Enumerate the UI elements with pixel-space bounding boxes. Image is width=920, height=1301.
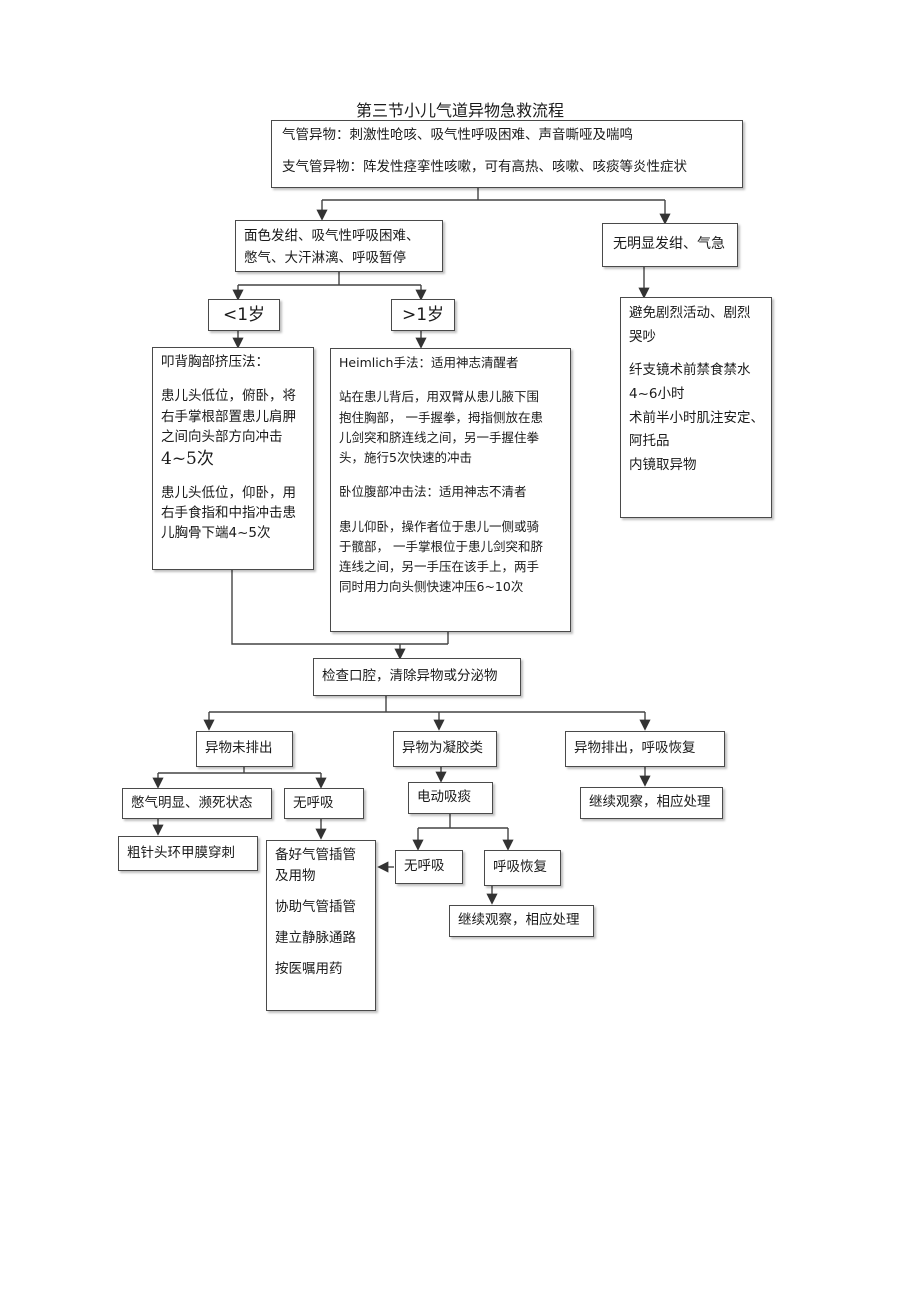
check-mouth-box: 检查口腔，清除异物或分泌物: [313, 658, 521, 696]
breath-restored-label: 呼吸恢复: [493, 859, 547, 875]
breath-restored-box: 呼吸恢复: [484, 850, 561, 886]
not-expelled-box: 异物未排出: [196, 731, 293, 767]
back-blow-p1-count: 4~5次: [161, 449, 214, 469]
severe-symptoms-box: 面色发绀、吸气性呼吸困难、 憋气、大汗淋漓、呼吸暂停: [235, 220, 443, 272]
distress-label: 憋气明显、濒死状态: [131, 795, 253, 811]
gel-type-box: 异物为凝胶类: [393, 731, 497, 767]
heimlich-p2-line4: 同时用力向头侧快速冲压6~10次: [339, 579, 524, 595]
gel-type-label: 异物为凝胶类: [402, 740, 483, 756]
back-blow-p1-line1: 患儿头低位，俯卧，将: [161, 388, 296, 405]
heimlich-title: Heimlich手法：适用神志清醒者: [339, 355, 519, 370]
back-blow-box: 叩背胸部挤压法： 患儿头低位，俯卧，将 右手掌根部置患儿肩胛 之间向头部方向冲击…: [152, 347, 314, 570]
no-breath-label-2: 无呼吸: [404, 858, 445, 874]
not-expelled-label: 异物未排出: [205, 740, 273, 756]
mild-step-3: 纤支镜术前禁食禁水: [629, 362, 751, 379]
intubation-box: 备好气管插管 及用物 协助气管插管 建立静脉通路 按医嘱用药: [266, 840, 376, 1011]
mild-steps-box: 避免剧烈活动、剧烈 哭吵 纤支镜术前禁食禁水 4~6小时 术前半小时肌注安定、 …: [620, 297, 772, 518]
expelled-label: 异物排出，呼吸恢复: [574, 740, 696, 756]
symptoms-box: 气管异物：刺激性呛咳、吸气性呼吸困难、声音嘶哑及喘鸣 支气管异物：阵发性痉挛性咳…: [271, 120, 743, 188]
suction-box: 电动吸痰: [408, 782, 493, 814]
bronchus-symptoms: 支气管异物：阵发性痉挛性咳嗽，可有高热、咳嗽、咳痰等炎性症状: [282, 159, 687, 176]
mild-step-1: 避免剧烈活动、剧烈: [629, 305, 751, 321]
under-one-box: <1岁: [208, 299, 280, 331]
page-title: 第三节小儿气道异物急救流程: [355, 101, 564, 120]
mild-step-4: 4~6小时: [629, 385, 685, 402]
under-one-label: <1岁: [222, 305, 266, 325]
trachea-symptoms: 气管异物：刺激性呛咳、吸气性呼吸困难、声音嘶哑及喘鸣: [282, 127, 633, 143]
intubation-step-4: 建立静脉通路: [275, 929, 356, 946]
mild-symptoms-box: 无明显发绀、气急: [602, 223, 738, 267]
observe-box-1: 继续观察，相应处理: [580, 787, 723, 819]
observe-label-1: 继续观察，相应处理: [589, 794, 711, 810]
puncture-box: 粗针头环甲膜穿刺: [118, 836, 258, 871]
severe-line-2: 憋气、大汗淋漓、呼吸暂停: [244, 250, 406, 267]
heimlich-box: Heimlich手法：适用神志清醒者 站在患儿背后，用双臂从患儿腋下围 抱住胸部…: [330, 348, 571, 632]
back-blow-title: 叩背胸部挤压法：: [161, 354, 269, 370]
heimlich-p1-line3: 儿剑突和脐连线之间，另一手握住拳: [339, 429, 540, 445]
mild-step-7: 内镜取异物: [629, 456, 697, 473]
intubation-step-1: 备好气管插管: [275, 847, 356, 863]
intubation-step-5: 按医嘱用药: [275, 960, 343, 977]
intubation-step-2: 及用物: [275, 867, 316, 884]
heimlich-p1-line4: 头，施行5次快速的冲击: [339, 450, 472, 465]
over-one-label: >1岁: [401, 305, 445, 325]
puncture-label: 粗针头环甲膜穿刺: [127, 845, 235, 861]
back-blow-p2-line1: 患儿头低位，仰卧，用: [161, 484, 296, 501]
suction-label: 电动吸痰: [417, 789, 471, 805]
mild-step-2: 哭吵: [629, 328, 656, 345]
expelled-box: 异物排出，呼吸恢复: [565, 731, 725, 767]
no-breath-label-1: 无呼吸: [293, 795, 334, 811]
check-mouth-label: 检查口腔，清除异物或分泌物: [322, 668, 498, 684]
severe-line-1: 面色发绀、吸气性呼吸困难、: [244, 228, 420, 244]
observe-label-2: 继续观察，相应处理: [458, 912, 580, 928]
mild-step-6: 阿托品: [629, 433, 670, 450]
no-breath-box-2: 无呼吸: [395, 850, 463, 884]
heimlich-p2-line2: 于髋部， 一手掌根位于患儿剑突和脐: [339, 538, 543, 554]
mild-title: 无明显发绀、气急: [613, 236, 725, 252]
mild-step-5: 术前半小时肌注安定、: [629, 409, 764, 426]
back-blow-p2-line3: 儿胸骨下端4~5次: [161, 525, 271, 541]
back-blow-p1-line2: 右手掌根部置患儿肩胛: [161, 408, 296, 425]
back-blow-p1-line3: 之间向头部方向冲击: [161, 428, 283, 445]
heimlich-p2-line3: 连线之间，另一手压在该手上，两手: [339, 559, 540, 574]
heimlich-p2-line1: 患儿仰卧，操作者位于患儿一侧或骑: [339, 518, 540, 534]
heimlich-p1-line2: 抱住胸部， 一手握拳，拇指侧放在患: [339, 409, 543, 425]
back-blow-p2-line2: 右手食指和中指冲击患: [161, 504, 296, 521]
over-one-box: >1岁: [391, 299, 455, 331]
heimlich-p1-line1: 站在患儿背后，用双臂从患儿腋下围: [339, 389, 540, 405]
supine-thrust-title: 卧位腹部冲击法：适用神志不清者: [339, 484, 527, 500]
distress-box: 憋气明显、濒死状态: [122, 788, 272, 819]
no-breath-box-1: 无呼吸: [284, 788, 364, 819]
intubation-step-3: 协助气管插管: [275, 898, 356, 915]
observe-box-2: 继续观察，相应处理: [449, 905, 594, 937]
